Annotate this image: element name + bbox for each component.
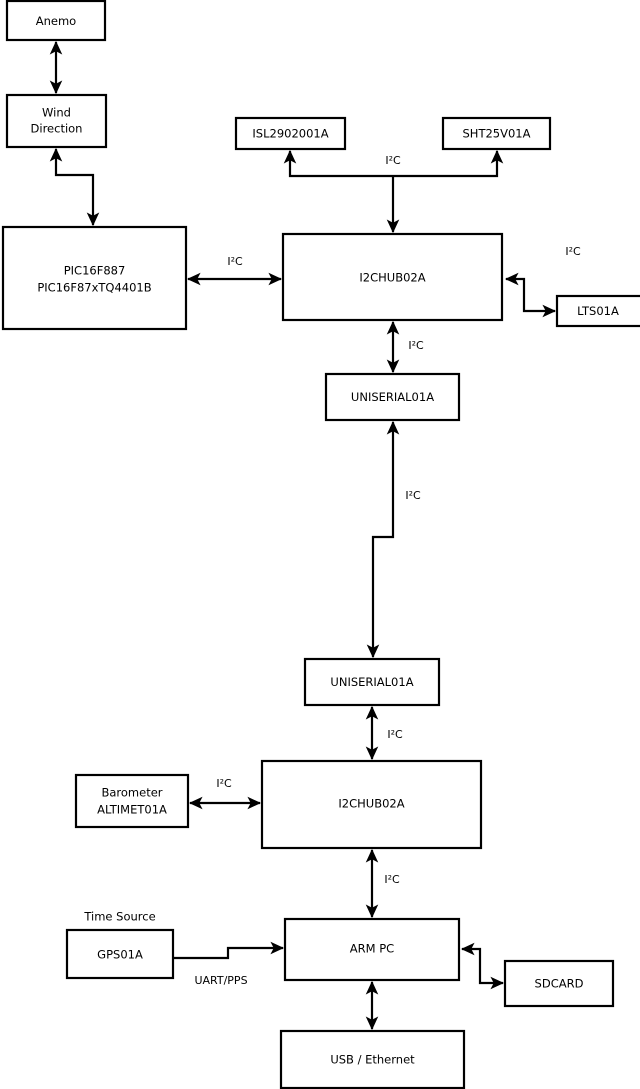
node-wind-direction[interactable]: Wind Direction <box>5 93 108 149</box>
node-uniserial01a-lower-label: UNISERIAL01A <box>330 675 413 689</box>
edge-label-i2c-armpc: I²C <box>384 873 400 886</box>
node-barometer-label-line2: ALTIMET01A <box>97 803 167 817</box>
node-wind-direction-label-line1: Wind <box>42 106 71 120</box>
node-pic-mcu-label-line1: PIC16F887 <box>64 264 126 278</box>
edge-labels-group: I²C I²C I²C I²C I²C I²C I²C I²C UART/PPS <box>194 154 581 987</box>
edge-hubtop-lts <box>504 272 557 318</box>
edge-label-i2c-hub-top: I²C <box>408 339 424 352</box>
node-usb-ethernet[interactable]: USB / Ethernet <box>279 1029 466 1089</box>
edge-label-i2c-sensors: I²C <box>385 154 401 167</box>
node-gps01a-label: GPS01A <box>97 948 143 962</box>
node-barometer-altimet01a[interactable]: Barometer ALTIMET01A <box>74 773 190 829</box>
node-arm-pc[interactable]: ARM PC <box>283 917 461 982</box>
node-arm-pc-label: ARM PC <box>350 942 394 956</box>
edge-hubtop-sht <box>393 149 504 178</box>
node-lts01a-label: LTS01A <box>577 304 619 318</box>
node-i2chub02a-bottom[interactable]: I2CHUB02A <box>260 759 483 850</box>
edge-wind-pic <box>49 147 100 227</box>
node-anemo[interactable]: Anemo <box>5 0 107 42</box>
edge-hubtop-isl <box>283 149 393 178</box>
node-sdcard[interactable]: SDCARD <box>503 959 615 1008</box>
edge-label-i2c-lts: I²C <box>565 245 581 258</box>
node-wind-direction-label-line2: Direction <box>31 122 83 136</box>
node-i2chub02a-top[interactable]: I2CHUB02A <box>281 232 504 322</box>
node-sht25v01a-label: SHT25V01A <box>463 127 531 141</box>
node-usb-ethernet-label: USB / Ethernet <box>330 1053 415 1067</box>
edge-armpc-sdcard <box>460 942 505 990</box>
node-gps01a[interactable]: GPS01A <box>65 928 175 980</box>
edges-group <box>49 40 557 1031</box>
edge-label-i2c-hub-bottom: I²C <box>387 728 403 741</box>
free-labels-group: Time Source <box>83 910 155 924</box>
node-i2chub02a-top-label: I2CHUB02A <box>359 271 425 285</box>
node-sht25v01a[interactable]: SHT25V01A <box>441 116 552 151</box>
node-uniserial01a-upper-label: UNISERIAL01A <box>351 390 434 404</box>
node-pic-mcu[interactable]: PIC16F887 PIC16F87xTQ4401B <box>1 225 188 331</box>
edge-gps-armpc <box>174 941 285 960</box>
node-pic-mcu-label-line2: PIC16F87xTQ4401B <box>37 281 151 295</box>
node-isl2902001a-label: ISL2902001A <box>252 127 328 141</box>
node-sdcard-label: SDCARD <box>535 977 584 991</box>
node-uniserial01a-lower[interactable]: UNISERIAL01A <box>303 657 441 707</box>
edge-label-i2c-barometer: I²C <box>216 777 232 790</box>
edge-label-i2c-uniserial-link: I²C <box>405 489 421 502</box>
node-anemo-label: Anemo <box>36 14 76 28</box>
edge-uniserial-link <box>366 420 400 659</box>
edge-label-i2c-pic: I²C <box>227 255 243 268</box>
edge-label-uart-pps: UART/PPS <box>194 974 247 987</box>
node-lts01a[interactable]: LTS01A <box>555 294 640 328</box>
label-time-source: Time Source <box>83 910 155 924</box>
node-barometer-label-line1: Barometer <box>101 786 162 800</box>
node-uniserial01a-upper[interactable]: UNISERIAL01A <box>324 372 461 422</box>
node-isl2902001a[interactable]: ISL2902001A <box>234 116 347 151</box>
node-i2chub02a-bottom-label: I2CHUB02A <box>338 797 404 811</box>
